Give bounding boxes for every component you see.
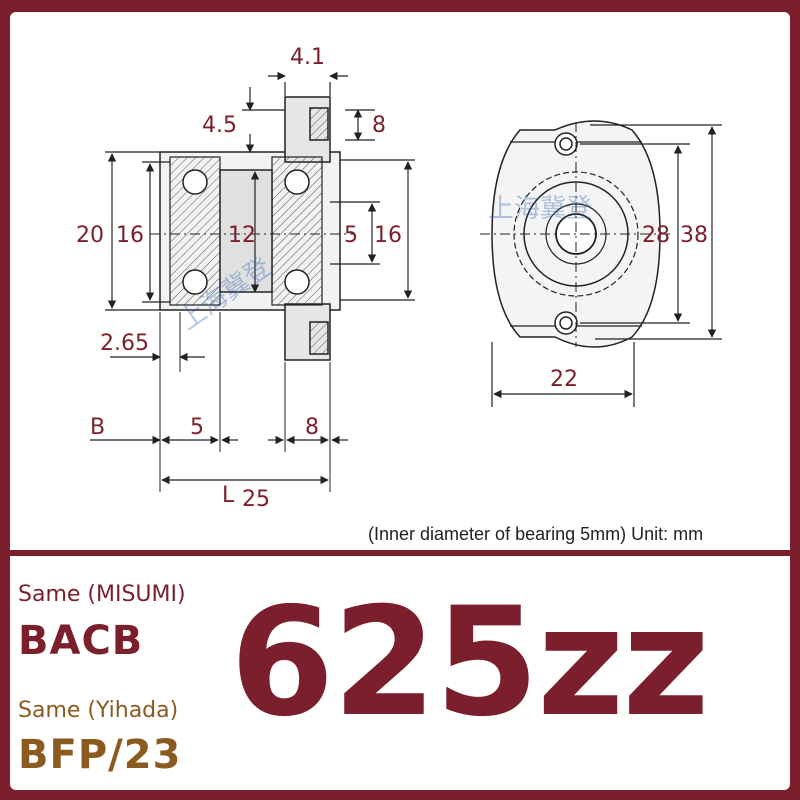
- dimension-labels: 4.1 4.5 8 20 16 12 5 16 2.65 B 5 8 L 25 …: [76, 45, 708, 512]
- dim-b-label: B: [90, 415, 105, 440]
- dim-b-width: 5: [190, 415, 204, 440]
- dim-flange-gap: 4.1: [290, 45, 325, 70]
- dim-flange-height: 8: [372, 113, 386, 138]
- dim-right-height: 16: [374, 223, 402, 248]
- dim-width: 22: [550, 367, 578, 392]
- dim-center-width: 12: [228, 223, 256, 248]
- product-image: 上海冀登 上海冀登 4.1 4.5 8 20 16 12 5 16 2.65 B…: [10, 12, 790, 790]
- unit-note: (Inner diameter of bearing 5mm) Unit: mm: [362, 524, 710, 545]
- dim-offset: 2.65: [100, 331, 149, 356]
- dim-pcd: 28: [642, 223, 670, 248]
- dim-l-length: 25: [242, 487, 270, 512]
- dim-outer-height: 20: [76, 223, 104, 248]
- section-divider: [10, 550, 790, 556]
- brand-label-misumi: Same (MISUMI): [18, 582, 186, 607]
- dim-bore-height: 16: [116, 223, 144, 248]
- brand-label-yihada: Same (Yihada): [18, 698, 179, 723]
- section-dimension-lines: [90, 71, 415, 485]
- brand-model-yihada: BFP/23: [18, 732, 182, 778]
- technical-drawing: 上海冀登 上海冀登 4.1 4.5 8 20 16 12 5 16 2.65 B…: [76, 45, 722, 512]
- front-dimension-lines: [491, 124, 722, 407]
- dim-overall-height: 38: [680, 223, 708, 248]
- section-view: [150, 96, 355, 492]
- brand-model-misumi: BACB: [18, 618, 144, 664]
- big-model-number: 625zz: [230, 576, 710, 750]
- front-view: [480, 120, 672, 348]
- watermark-right: 上海冀登: [488, 194, 592, 224]
- dim-inner-diameter: 5: [344, 223, 358, 248]
- dim-step: 4.5: [202, 113, 237, 138]
- dim-l-label: L: [222, 483, 235, 508]
- dim-flange-width: 8: [305, 415, 319, 440]
